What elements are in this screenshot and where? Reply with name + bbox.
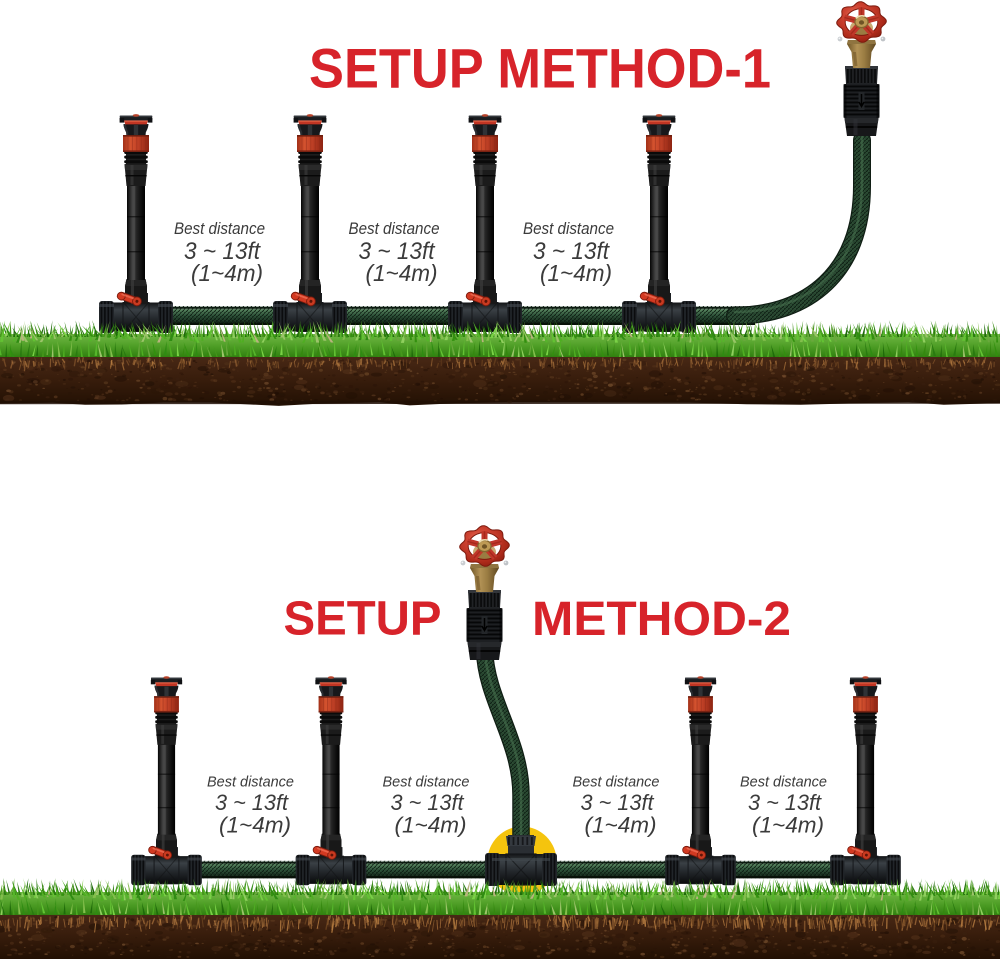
svg-text:3 ~ 13ft: 3 ~ 13ft	[748, 790, 823, 815]
svg-text:3 ~ 13ft: 3 ~ 13ft	[391, 790, 466, 815]
svg-text:METHOD-2: METHOD-2	[532, 593, 791, 646]
svg-text:(1~4m): (1~4m)	[219, 813, 291, 838]
svg-text:3 ~ 13ft: 3 ~ 13ft	[533, 238, 610, 265]
svg-text:3 ~ 13ft: 3 ~ 13ft	[184, 238, 261, 265]
svg-text:SETUP: SETUP	[284, 593, 442, 646]
svg-text:Best distance: Best distance	[207, 774, 294, 790]
svg-text:Best distance: Best distance	[573, 774, 660, 790]
svg-text:(1~4m): (1~4m)	[752, 813, 824, 838]
svg-text:(1~4m): (1~4m)	[366, 260, 438, 286]
svg-text:Best distance: Best distance	[740, 774, 827, 790]
svg-text:Best distance: Best distance	[523, 220, 614, 238]
svg-text:Best distance: Best distance	[383, 774, 470, 790]
svg-text:3 ~ 13ft: 3 ~ 13ft	[359, 238, 436, 265]
svg-text:(1~4m): (1~4m)	[540, 260, 612, 286]
svg-text:(1~4m): (1~4m)	[395, 813, 467, 838]
svg-text:3 ~ 13ft: 3 ~ 13ft	[581, 790, 656, 815]
svg-text:SETUP METHOD-1: SETUP METHOD-1	[309, 37, 771, 100]
svg-text:Best distance: Best distance	[174, 220, 265, 238]
svg-text:(1~4m): (1~4m)	[585, 813, 657, 838]
svg-text:Best distance: Best distance	[349, 220, 440, 238]
svg-text:(1~4m): (1~4m)	[191, 260, 263, 286]
svg-text:3 ~ 13ft: 3 ~ 13ft	[215, 790, 290, 815]
